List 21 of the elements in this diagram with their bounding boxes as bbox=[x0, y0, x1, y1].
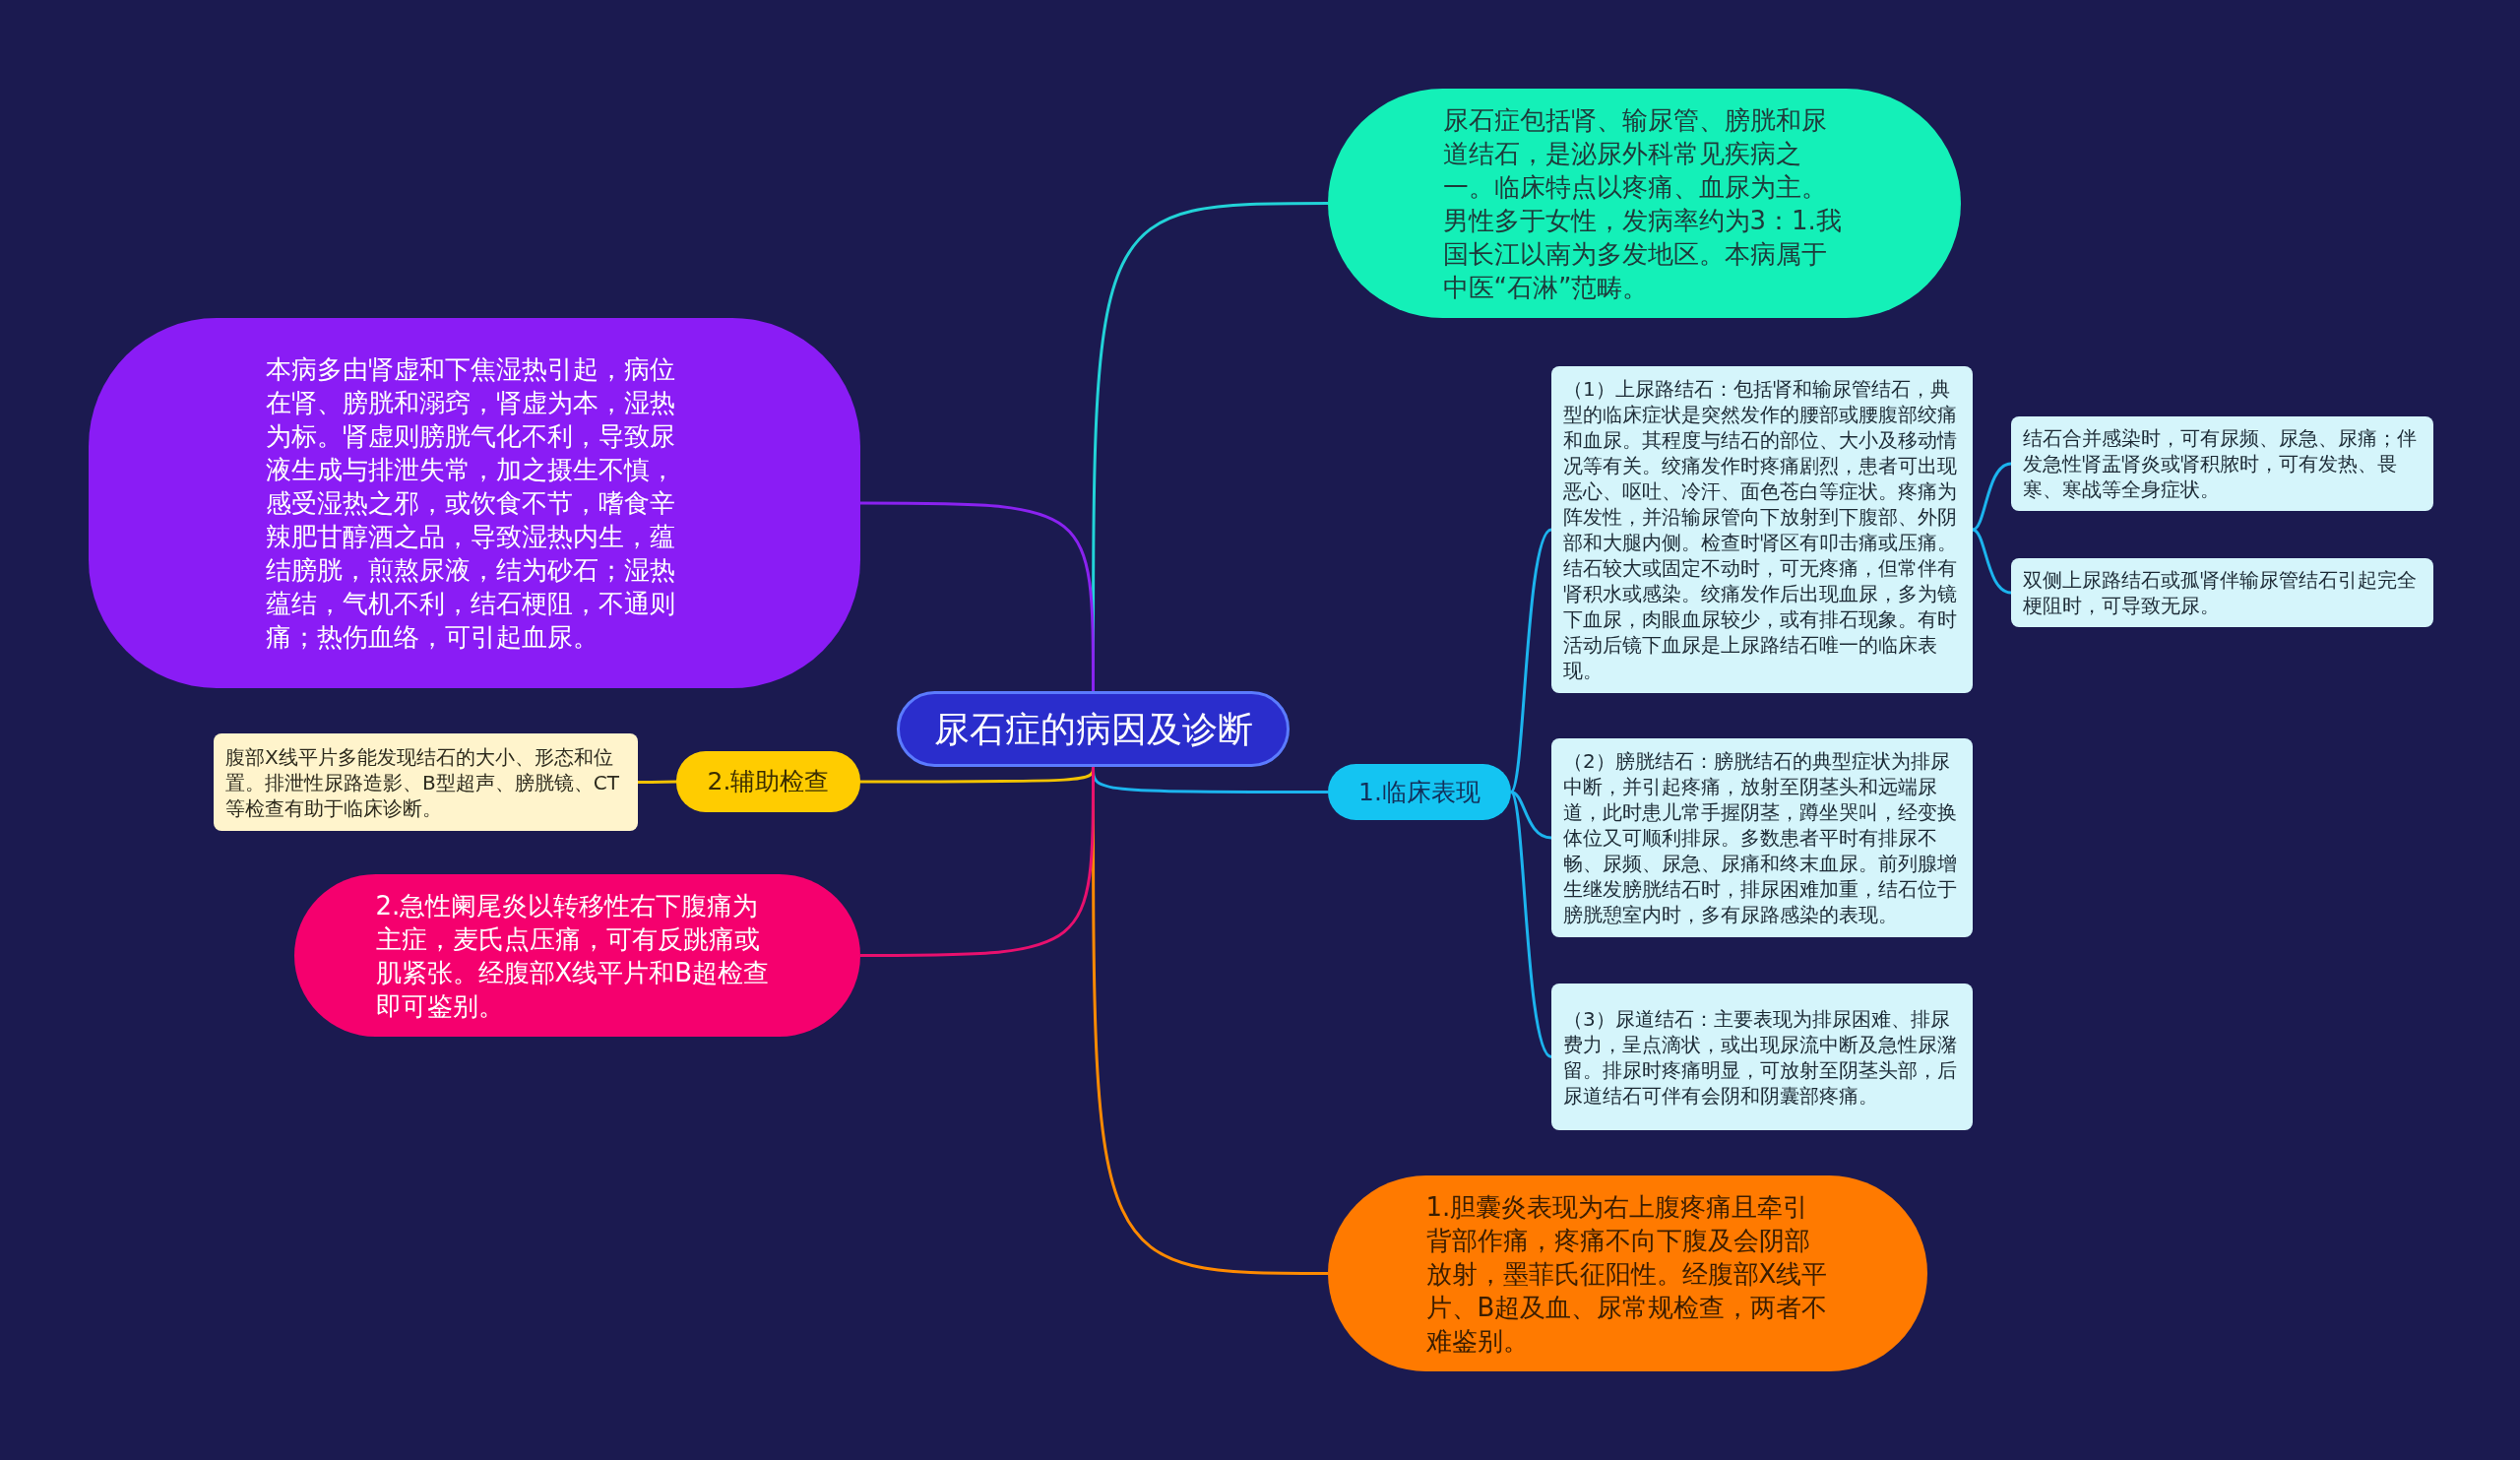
detail-card: （3）尿道结石：主要表现为排尿困难、排尿费力，呈点滴状，或出现尿流中断及急性尿潴留。排尿时疼痛明显，可放射至阴茎头部，后尿道结石可伴有会阴和阴囊部疼痛。 bbox=[1551, 984, 1973, 1130]
branch-label: 1.临床表现 bbox=[1328, 764, 1511, 820]
detail-card: （2）膀胱结石：膀胱结石的典型症状为排尿中断，并引起疼痛，放射至阴茎头和远端尿道，此时患儿常手握阴茎，蹲坐哭叫，经变换体位又可顺利排尿。多数患者平时有排尿不畅、尿频、尿急、尿痛和终末血尿。前列腺增生继发膀胱结石时，排尿困难加重，结石位于膀胱憩室内时，多有尿路感染的表现。 bbox=[1551, 738, 1973, 937]
detail-card: 双侧上尿路结石或孤肾伴输尿管结石引起完全梗阻时，可导致无尿。 bbox=[2011, 558, 2433, 627]
connector-line bbox=[1972, 528, 2012, 595]
connector-line bbox=[860, 501, 1095, 691]
topic-bubble: 尿石症包括肾、输尿管、膀胱和尿道结石，是泌尿外科常见疾病之一。临床特点以疼痛、血尿为主。男性多于女性，发病率约为3：1.我国长江以南为多发地区。本病属于中医“石淋”范畴。 bbox=[1328, 89, 1961, 318]
detail-card: （1）上尿路结石：包括肾和输尿管结石，典型的临床症状是突然发作的腰部或腰腹部绞痛和血尿。其程度与结石的部位、大小及移动情况等有关。绞痛发作时疼痛剧烈，患者可出现恶心、呕吐、冷汗、面色苍白等症状。疼痛为阵发性，并沿输尿管向下放射到下腹部、外阴部和大腿内侧。检查时肾区有叩击痛或压痛。结石较大或固定不动时，可无疼痛，但常伴有肾积水或感染。绞痛发作后出现血尿，多为镜下血尿，肉眼血尿较少，或有排石现象。有时活动后镜下血尿是上尿路结石唯一的临床表现。 bbox=[1551, 366, 1973, 693]
connector-line bbox=[1509, 528, 1552, 793]
connector-line bbox=[860, 767, 1095, 957]
connector-line bbox=[638, 780, 676, 784]
topic-bubble: 2.急性阑尾炎以转移性右下腹痛为主症，麦氏点压痛，可有反跳痛或肌紧张。经腹部X线平片和B超检查即可鉴别。 bbox=[294, 874, 860, 1037]
connector-line bbox=[1509, 791, 1552, 1058]
topic-bubble: 本病多由肾虚和下焦湿热引起，病位在肾、膀胱和溺窍，肾虚为本，湿热为标。肾虚则膀胱气化不利，导致尿液生成与排泄失常，加之摄生不慎，感受湿热之邪，或饮食不节，嗜食辛辣肥甘醇酒之品，导致湿热内生，蕴结膀胱，煎熬尿液，结为砂石；湿热蕴结，气机不利，结石梗阻，不通则痛；热伤血络，可引起血尿。 bbox=[89, 318, 860, 688]
central-topic: 尿石症的病因及诊断 bbox=[897, 691, 1290, 767]
detail-card: 结石合并感染时，可有尿频、尿急、尿痛；伴发急性肾盂肾炎或肾积脓时，可有发热、畏寒、寒战等全身症状。 bbox=[2011, 416, 2433, 511]
connector-line bbox=[1972, 462, 2012, 532]
topic-bubble: 1.胆囊炎表现为右上腹疼痛且牵引背部作痛，疼痛不向下腹及会阴部放射，墨菲氏征阳性。经腹部X线平片、B超及血、尿常规检查，两者不难鉴别。 bbox=[1328, 1175, 1927, 1371]
detail-card: 腹部X线平片多能发现结石的大小、形态和位置。排泄性尿路造影、B型超声、膀胱镜、CT等检查有助于临床诊断。 bbox=[214, 733, 638, 831]
branch-label: 2.辅助检查 bbox=[676, 751, 860, 812]
connector-line bbox=[1510, 791, 1552, 840]
